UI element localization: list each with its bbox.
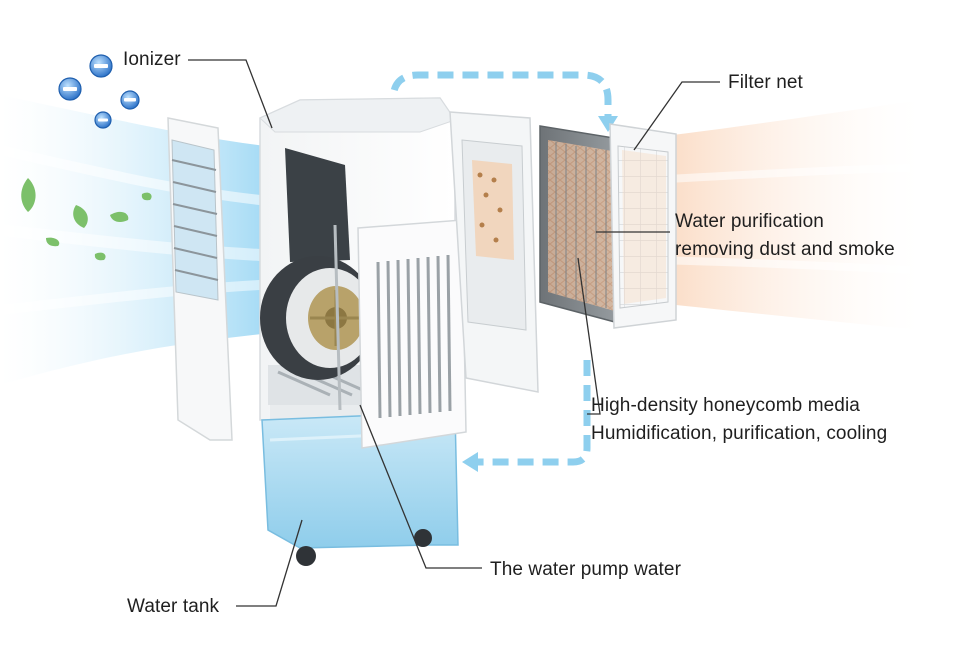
honeycomb-line1: High-density honeycomb media	[591, 392, 887, 420]
honeycomb-line2: Humidification, purification, cooling	[591, 420, 887, 448]
water-purification-line2: removing dust and smoke	[675, 236, 895, 264]
ionizer-label: Ionizer	[123, 46, 181, 74]
filter-net	[610, 124, 676, 328]
water-pump-label: The water pump water	[490, 556, 681, 584]
water-purification-label: Water purification removing dust and smo…	[675, 208, 895, 263]
water-purification-line1: Water purification	[675, 208, 895, 236]
arrow-head	[462, 452, 478, 472]
honeycomb-media-label: High-density honeycomb media Humidificat…	[591, 392, 887, 447]
cool-airflow	[0, 95, 300, 385]
filter-net-label: Filter net	[728, 69, 803, 97]
water-tank-label: Water tank	[127, 593, 219, 621]
